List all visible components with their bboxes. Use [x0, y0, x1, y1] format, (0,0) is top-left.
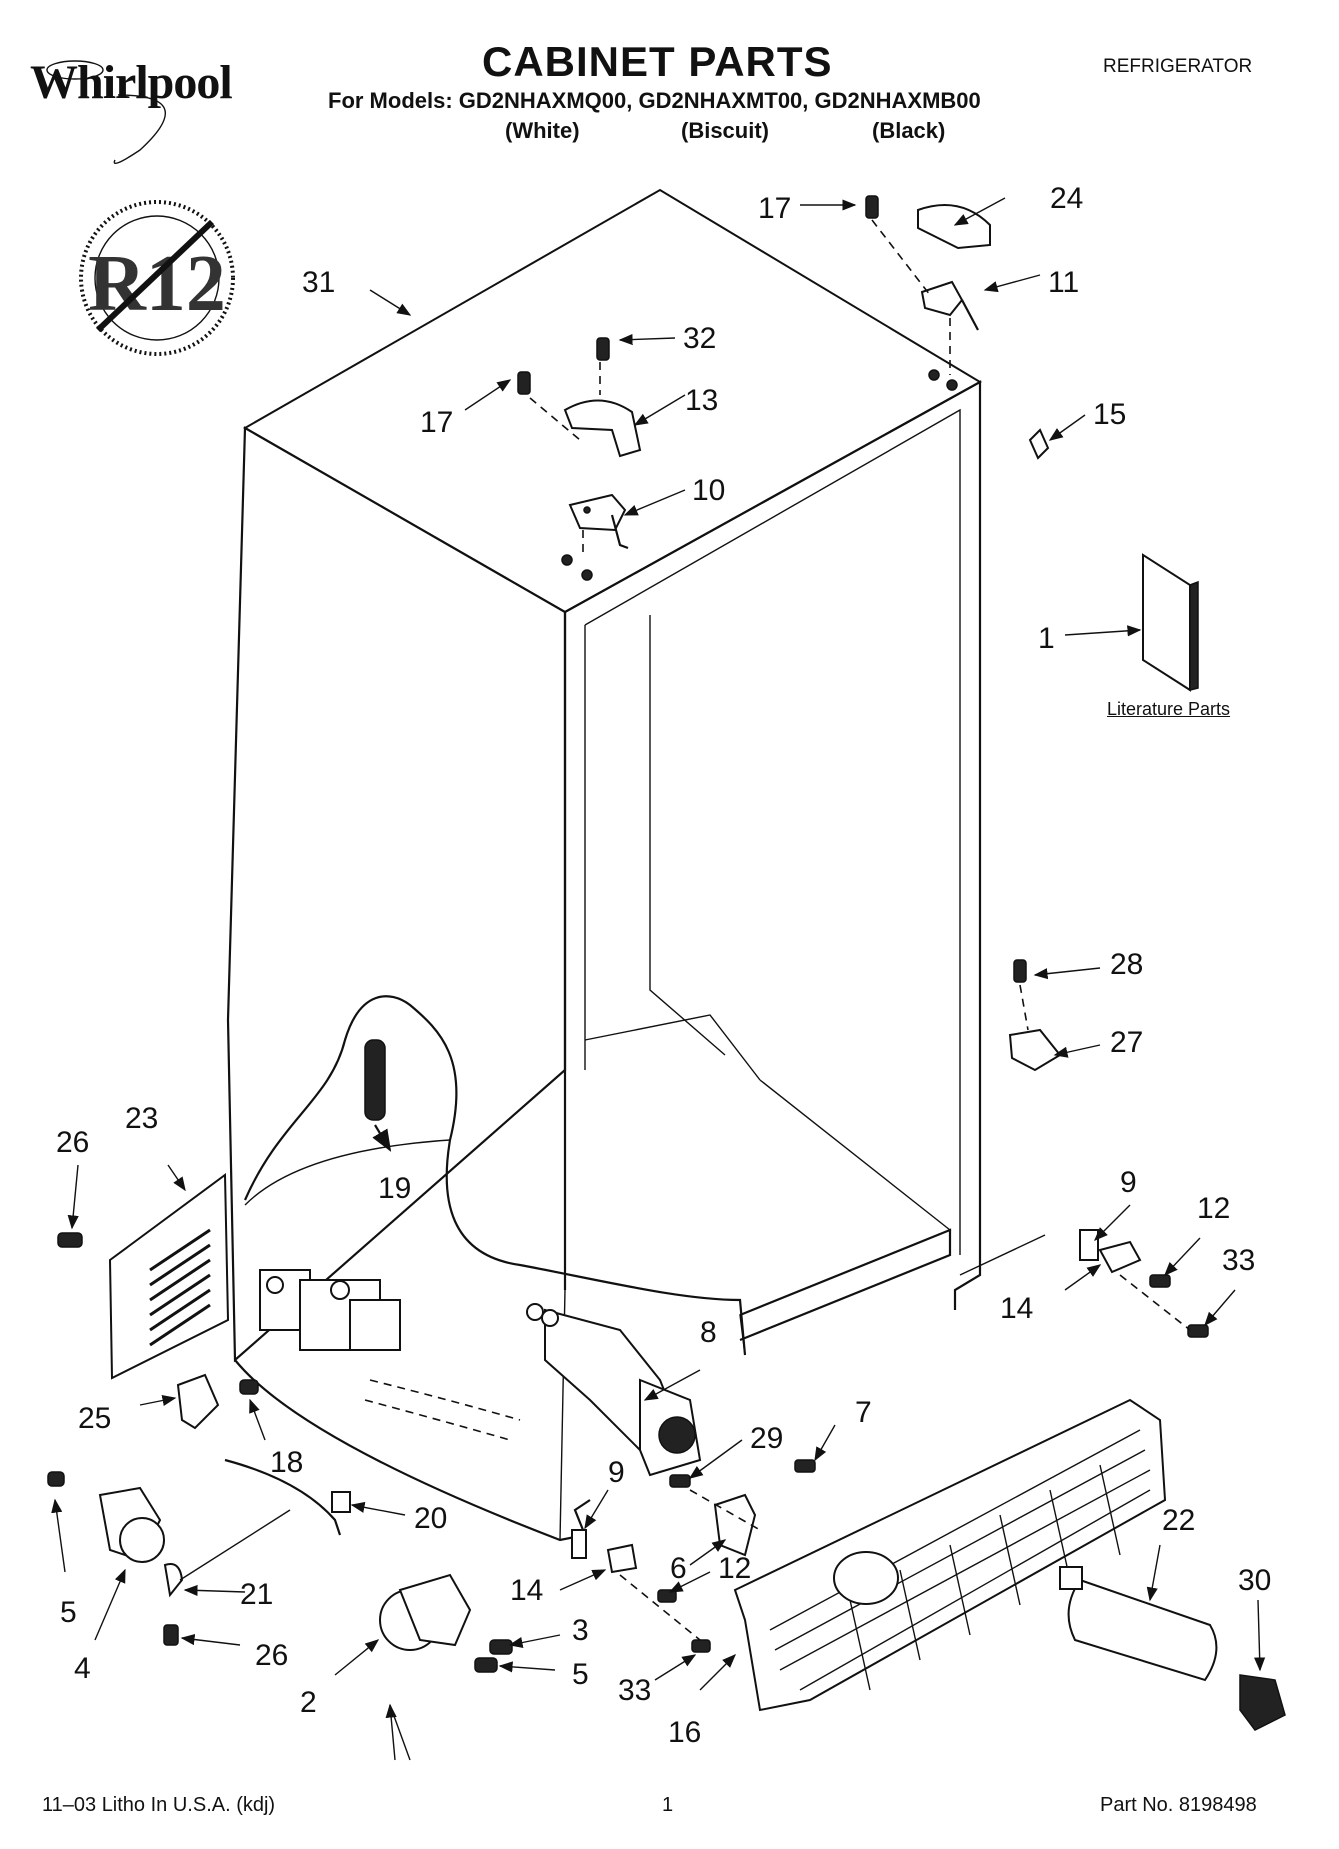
- callout-3: 3: [572, 1614, 589, 1647]
- callout-15: 15: [1093, 398, 1126, 431]
- screw-part-26-top: [57, 1232, 83, 1248]
- footer-litho: 11–03 Litho In U.S.A. (kdj): [42, 1794, 276, 1816]
- literature-parts-label: Literature Parts: [1107, 699, 1231, 719]
- roller-part-2: [379, 1573, 472, 1651]
- bracket-part-14-right: [1098, 1240, 1142, 1274]
- screw-part-3: [489, 1639, 513, 1655]
- screw-part-33-left: [691, 1639, 711, 1653]
- callout-9-left: 9: [608, 1456, 625, 1489]
- r12-prohibited-badge: R12: [79, 200, 235, 356]
- screw-part-18: [239, 1379, 259, 1395]
- callout-5-left: 5: [60, 1596, 77, 1629]
- callout-2: 2: [300, 1686, 317, 1719]
- models-line: For Models: GD2NHAXMQ00, GD2NHAXMT00, GD…: [328, 88, 981, 113]
- callout-33-right: 33: [1222, 1244, 1255, 1277]
- callout-14-left: 14: [510, 1574, 543, 1607]
- callout-20: 20: [414, 1502, 447, 1535]
- page-title: CABINET PARTS: [482, 38, 833, 85]
- vent-panel-part-23: [108, 1173, 230, 1380]
- drain-tube-part-19: [364, 1039, 392, 1152]
- tank-part-8: [526, 1303, 702, 1477]
- roller-part-4: [98, 1486, 165, 1563]
- screw-part-5-left: [47, 1471, 65, 1487]
- compressor-components: [259, 1269, 521, 1441]
- appliance-type: REFRIGERATOR: [1103, 56, 1253, 77]
- callout-12-left: 12: [718, 1552, 751, 1585]
- callout-16: 16: [668, 1716, 701, 1749]
- screw-part-12-left: [657, 1589, 677, 1603]
- water-filter-part-22: [1059, 1566, 1218, 1682]
- callout-11: 11: [1048, 266, 1079, 299]
- callout-7: 7: [855, 1396, 872, 1429]
- hinge-cover-part-13: [563, 399, 642, 458]
- callout-21: 21: [240, 1578, 273, 1611]
- color-white: (White): [505, 118, 580, 143]
- clamp-part-25: [176, 1373, 220, 1430]
- footer-page-number: 1: [662, 1794, 674, 1816]
- hinge-part-10: [568, 493, 629, 550]
- callout-32: 32: [683, 322, 716, 355]
- callout-24: 24: [1050, 182, 1083, 215]
- callout-22: 22: [1162, 1504, 1195, 1537]
- callout-5-right: 5: [572, 1658, 589, 1691]
- whirlpool-swirl-icon: [46, 60, 104, 80]
- callout-12-right: 12: [1197, 1192, 1230, 1225]
- toe-grille-part-16: [733, 1398, 1167, 1712]
- screw-part-17-right: [865, 195, 879, 219]
- bracket-part-14-left: [606, 1543, 638, 1574]
- callout-33-left: 33: [618, 1674, 651, 1707]
- callout-30: 30: [1238, 1564, 1271, 1597]
- callout-18: 18: [270, 1446, 303, 1479]
- callout-17-top: 17: [758, 192, 791, 225]
- callout-29: 29: [750, 1422, 783, 1455]
- brand-logo: Whirlpool: [30, 56, 233, 109]
- whirlpool-swoosh-icon: [113, 94, 167, 164]
- color-black: (Black): [872, 118, 946, 143]
- screw-part-32: [596, 337, 610, 361]
- clip-part-21: [163, 1563, 184, 1598]
- plug-part-15: [1028, 428, 1050, 460]
- bracket-part-27: [1008, 1028, 1062, 1072]
- callout-26-bottom: 26: [255, 1639, 288, 1672]
- callout-27: 27: [1110, 1026, 1143, 1059]
- screw-part-5-right: [474, 1657, 498, 1673]
- filter-cap-part-30: [1239, 1674, 1286, 1731]
- screw-part-26-bottom: [163, 1624, 179, 1646]
- screw-part-28: [1013, 959, 1027, 983]
- callout-10: 10: [692, 474, 725, 507]
- callout-23: 23: [125, 1102, 158, 1135]
- callout-8: 8: [700, 1316, 717, 1349]
- callout-9-right: 9: [1120, 1166, 1137, 1199]
- screw-part-33-right: [1187, 1324, 1209, 1338]
- hinge-part-11: [920, 280, 979, 331]
- badge-text: R12: [88, 240, 226, 328]
- cabinet: [226, 188, 983, 1542]
- callout-13: 13: [685, 384, 718, 417]
- literature-book-part-1: [1142, 553, 1199, 692]
- callout-31: 31: [302, 266, 335, 299]
- callout-4: 4: [74, 1652, 91, 1685]
- callout-19: 19: [378, 1172, 411, 1205]
- callout-25: 25: [78, 1402, 111, 1435]
- screw-part-29: [669, 1474, 691, 1488]
- bracket-part-6: [713, 1493, 757, 1557]
- tube-part-20: [224, 1458, 351, 1536]
- screw-part-12-right: [1149, 1274, 1171, 1288]
- callout-numbers: 31 17 24 11 32 17 13 15 10 1 28 27 9 12 …: [56, 182, 1271, 1749]
- bracket-part-9-right: [1079, 1229, 1099, 1261]
- leader-lines: [51, 197, 1266, 1761]
- screw-part-7: [794, 1459, 816, 1473]
- callout-6: 6: [670, 1552, 687, 1585]
- callout-14-right: 14: [1000, 1292, 1033, 1325]
- screw-part-17-left: [517, 371, 531, 395]
- callout-1: 1: [1038, 622, 1055, 655]
- footer-part-number: Part No. 8198498: [1100, 1794, 1257, 1816]
- callout-26-top: 26: [56, 1126, 89, 1159]
- callout-17-mid: 17: [420, 406, 453, 439]
- color-biscuit: (Biscuit): [681, 118, 769, 143]
- bracket-part-9-left: [571, 1529, 587, 1559]
- callout-28: 28: [1110, 948, 1143, 981]
